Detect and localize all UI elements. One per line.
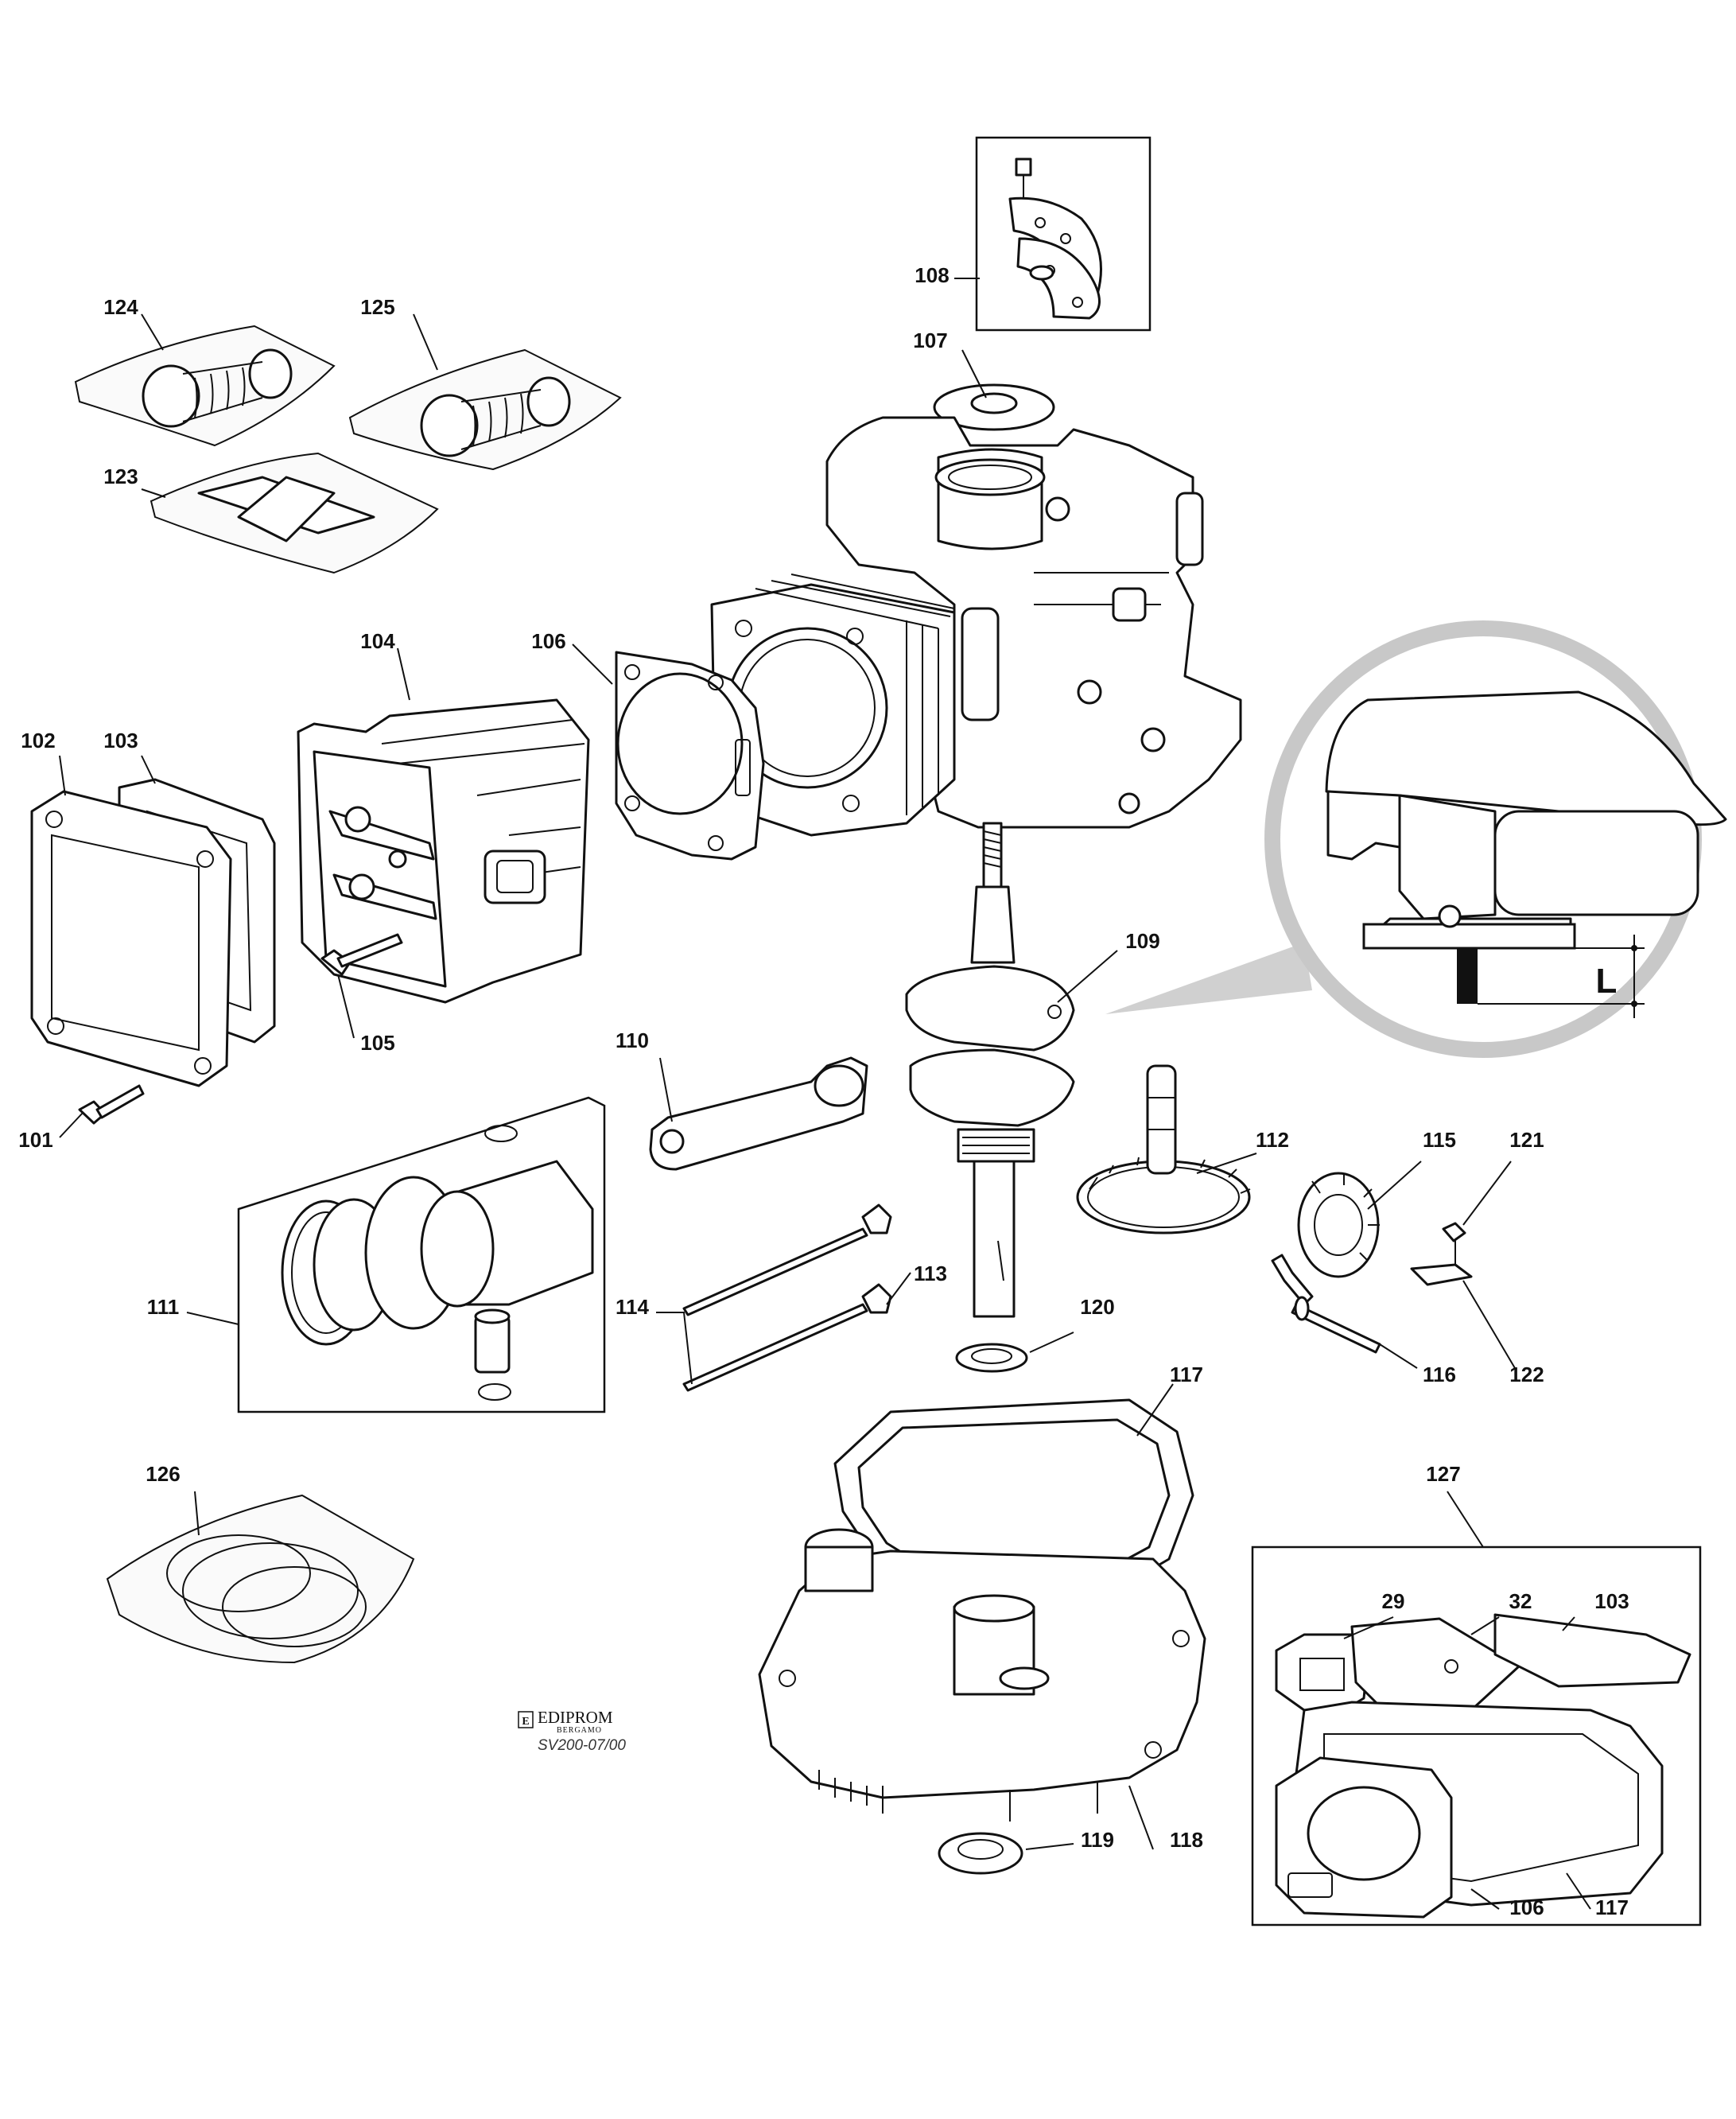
part-118-crankcase-sump: [758, 1528, 1206, 1822]
callout-109: 109: [1125, 929, 1159, 953]
callout-116: 116: [1423, 1363, 1456, 1386]
part-108-bracket-box: [975, 136, 1152, 332]
part-110-connecting-rod: [649, 1056, 868, 1171]
magnifier-pointer: [1105, 943, 1312, 1014]
callout-110: 110: [616, 1028, 649, 1052]
kit-callout-29: 29: [1382, 1589, 1405, 1613]
part-123-rocker-kit: [150, 452, 439, 574]
callout-121: 121: [1509, 1128, 1544, 1152]
engine-block: [710, 416, 1242, 837]
part-116-governor-shaft: [1271, 1254, 1381, 1354]
callout-111: 111: [147, 1295, 180, 1319]
kit-callout-106: 106: [1509, 1895, 1544, 1919]
publisher-footer: E EDIPROM BERGAMO SV200-07/00: [518, 1708, 626, 1754]
part-114-push-rods: [682, 1227, 868, 1392]
callout-118: 118: [1170, 1828, 1203, 1852]
callout-115: 115: [1423, 1128, 1456, 1152]
callout-108: 108: [915, 263, 949, 287]
callout-122: 122: [1509, 1363, 1544, 1386]
callout-117: 117: [1170, 1363, 1203, 1386]
kit-gasket-29: [1275, 1633, 1369, 1712]
callout-123: 123: [103, 465, 138, 488]
svg-text:E: E: [522, 1716, 529, 1728]
callout-105: 105: [360, 1031, 394, 1055]
leader-lines: [59, 278, 1591, 1910]
part-104-cylinder-head: [297, 698, 590, 1004]
part-127-gasket-kit-box: [1251, 1546, 1702, 1927]
callout-labels: 108 107 124 125 123 104 106 102 103 105 …: [18, 263, 1629, 1919]
ediprom-logo-icon: E: [518, 1711, 534, 1728]
part-107-oil-seal: [933, 383, 1055, 431]
kit-callout-103: 103: [1594, 1589, 1629, 1613]
callout-106: 106: [531, 629, 565, 653]
part-105-bolt: [320, 933, 403, 976]
part-125-spring-kit: [348, 348, 622, 471]
part-115-governor: [1297, 1172, 1380, 1278]
callout-103: 103: [103, 729, 138, 752]
part-121-bolt: [1442, 1222, 1466, 1269]
callout-102: 102: [21, 729, 55, 752]
part-117-crankcase-gasket: [833, 1398, 1194, 1592]
brand-name: EDIPROM: [538, 1708, 613, 1727]
callout-125: 125: [360, 295, 394, 319]
measured-rod: [1457, 948, 1478, 1004]
part-109-crankshaft: [905, 822, 1075, 1318]
callout-124: 124: [103, 295, 138, 319]
callout-112: 112: [1256, 1128, 1289, 1152]
part-113-tappets: [861, 1203, 892, 1314]
dimension-label-L: L: [1596, 962, 1618, 1001]
part-126-piston-ring-set: [106, 1494, 415, 1664]
part-101-bolt: [78, 1084, 145, 1125]
part-124-spring-kit: [74, 325, 336, 447]
part-111-piston-box: [237, 1096, 606, 1413]
kit-callout-117: 117: [1595, 1895, 1629, 1919]
callout-114: 114: [616, 1295, 649, 1319]
part-112-camshaft-gear: [1076, 1064, 1251, 1234]
callout-126: 126: [146, 1462, 180, 1486]
callout-120: 120: [1080, 1295, 1114, 1319]
part-120-washer: [955, 1343, 1028, 1373]
part-119-oil-seal: [938, 1832, 1023, 1875]
brand-city: BERGAMO: [557, 1726, 602, 1735]
kit-gasket-103: [1493, 1613, 1691, 1688]
callout-119: 119: [1081, 1828, 1114, 1852]
kit-callout-32: 32: [1509, 1589, 1532, 1613]
part-122-bracket: [1410, 1263, 1473, 1286]
part-102-rocker-cover: [30, 790, 232, 1087]
callout-113: 113: [914, 1262, 947, 1285]
callout-127: 127: [1426, 1462, 1460, 1486]
detail-magnifier: L: [1105, 620, 1727, 1058]
part-106-head-gasket: [615, 651, 765, 861]
callout-101: 101: [18, 1128, 52, 1152]
drawing-code: SV200-07/00: [538, 1737, 626, 1754]
detail-engine-section: L: [1325, 690, 1727, 1018]
callout-107: 107: [913, 329, 947, 352]
callout-104: 104: [360, 629, 395, 653]
